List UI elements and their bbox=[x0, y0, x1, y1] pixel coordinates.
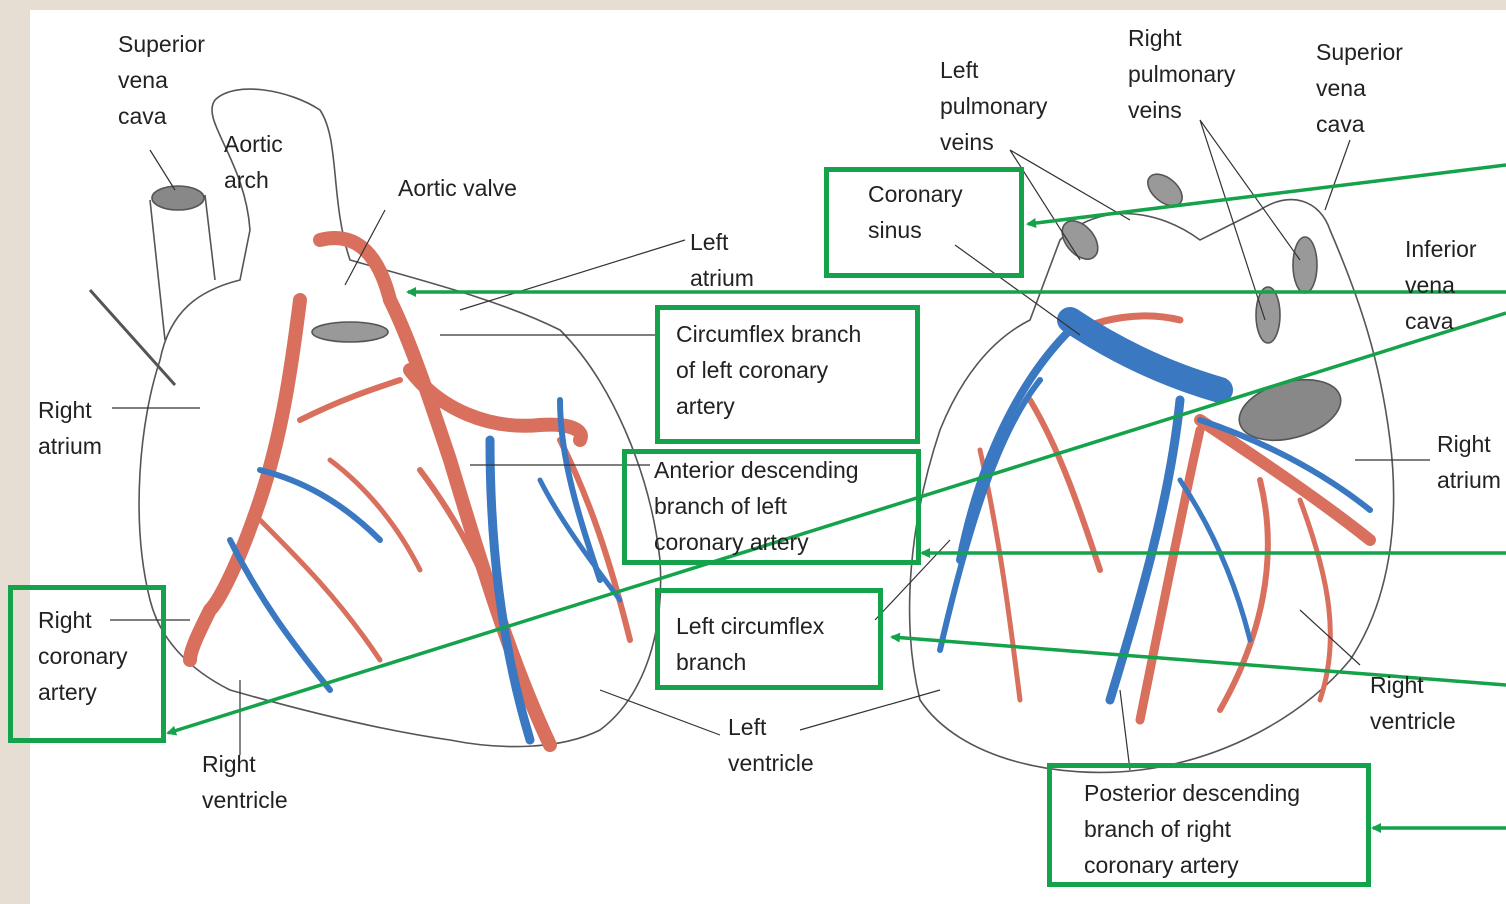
anterior-veins bbox=[230, 400, 620, 740]
vein-branch-4 bbox=[540, 480, 620, 600]
label-right-atrium-post: Right atrium bbox=[1437, 426, 1501, 498]
label-superior-vena-cava-post: Superior vena cava bbox=[1316, 34, 1403, 142]
label-right-pulmonary-veins: Right pulmonary veins bbox=[1128, 20, 1235, 128]
label-right-ventricle: Right ventricle bbox=[202, 746, 288, 818]
vein-branch-1 bbox=[260, 470, 380, 540]
leader-posterior-descending bbox=[1120, 690, 1130, 770]
label-anterior-descending: Anterior descending branch of left coron… bbox=[654, 452, 859, 560]
superior-vena-cava-opening bbox=[152, 186, 204, 210]
anterior-branch-4 bbox=[260, 520, 380, 660]
label-posterior-descending: Posterior descending branch of right cor… bbox=[1084, 775, 1300, 883]
anterior-heart bbox=[90, 89, 661, 746]
vein-branch-2 bbox=[230, 540, 330, 690]
pulmonary-trunk-opening bbox=[312, 322, 388, 342]
posterior-branch-1 bbox=[1030, 400, 1100, 570]
leader-left-atrium bbox=[460, 240, 685, 310]
label-left-pulmonary-veins: Left pulmonary veins bbox=[940, 52, 1047, 160]
superior-vena-cava-tube bbox=[150, 195, 215, 340]
label-left-atrium: Left atrium bbox=[690, 224, 754, 296]
label-right-atrium: Right atrium bbox=[38, 392, 102, 464]
posterior-vein-branch-4 bbox=[1180, 480, 1250, 640]
anterior-arteries bbox=[190, 238, 630, 745]
label-right-ventricle-post: Right ventricle bbox=[1370, 667, 1456, 739]
label-inferior-vena-cava: Inferior vena cava bbox=[1405, 231, 1477, 339]
label-left-circumflex: Left circumflex branch bbox=[676, 608, 824, 680]
arrow-to-coronary-sinus bbox=[1028, 165, 1506, 224]
leader-right-pulmonary-veins bbox=[1200, 120, 1300, 320]
cannula-line bbox=[90, 290, 175, 385]
left-pulmonary-vein-opening-1 bbox=[1055, 214, 1105, 266]
label-left-ventricle: Left ventricle bbox=[728, 709, 814, 781]
posterior-vein-branch-2 bbox=[940, 380, 1040, 650]
leader-superior-vena-cava-post bbox=[1325, 140, 1350, 210]
label-circumflex-branch: Circumflex branch of left coronary arter… bbox=[676, 316, 861, 424]
anterior-branch-1 bbox=[300, 380, 400, 420]
coronary-sinus-vessel bbox=[1070, 320, 1220, 390]
right-pulmonary-vein-opening-1 bbox=[1293, 237, 1317, 293]
label-coronary-sinus: Coronary sinus bbox=[868, 176, 963, 248]
label-right-coronary-artery: Right coronary artery bbox=[38, 602, 127, 710]
label-aortic-arch: Aortic arch bbox=[224, 126, 283, 198]
anterior-branch-5 bbox=[330, 460, 420, 570]
label-aortic-valve: Aortic valve bbox=[398, 170, 517, 206]
leader-left-ventricle-post bbox=[800, 690, 940, 730]
leader-left-pulmonary-veins bbox=[1010, 150, 1130, 260]
leader-superior-vena-cava bbox=[150, 150, 175, 190]
label-superior-vena-cava: Superior vena cava bbox=[118, 26, 205, 134]
posterior-branch-2 bbox=[1220, 480, 1268, 710]
right-pulmonary-vein-opening-2 bbox=[1256, 287, 1280, 343]
